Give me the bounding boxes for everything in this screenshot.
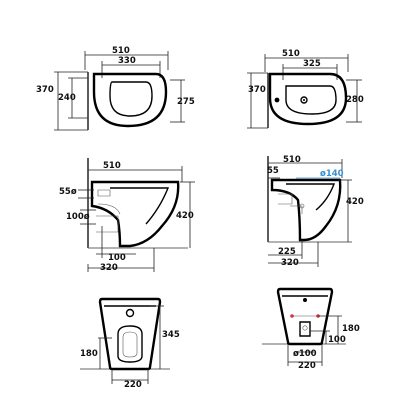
bidet-side-width-total: 510	[283, 155, 301, 165]
bidet-drain	[300, 96, 308, 104]
bidet-tap-hole	[274, 97, 280, 103]
wc-top-width-total: 510	[112, 46, 130, 56]
bidet-top-width-total: 510	[282, 49, 300, 59]
bidet-side-tap-dia: ø140	[320, 169, 344, 179]
wc-side-outlet: 100ø	[66, 212, 90, 222]
bidet-side-body	[270, 178, 342, 242]
wc-top-depth-bowl: 240	[58, 93, 76, 103]
wc-front-height: 345	[162, 330, 180, 340]
bidet-front-drain	[299, 321, 311, 337]
wc-top-width-inner: 330	[118, 56, 136, 66]
bidet-top-view: 510 325 370 280	[247, 49, 364, 129]
wc-side-base-depth: 320	[100, 263, 118, 273]
wc-front-outlet	[117, 325, 143, 363]
bidet-front-height-b: 100	[328, 335, 346, 345]
wc-side-width-total: 510	[103, 161, 121, 171]
bidet-side-view: 510 ø140 55 420 225 320	[267, 155, 364, 268]
wc-front-inlet	[125, 308, 135, 318]
bidet-top-depth-rim: 280	[346, 95, 364, 105]
wc-side-inlet: 55ø	[59, 187, 77, 197]
wc-side-body	[90, 180, 180, 248]
wc-front-base-width: 220	[124, 380, 142, 390]
bidet-front-height-a: 180	[342, 324, 360, 334]
wc-front-view: 345 180 220	[80, 297, 180, 390]
wc-front-outlet-height: 180	[80, 349, 98, 359]
wc-top-view: 510 330 370 240 275	[36, 46, 195, 131]
bidet-front-drain-dia: ø100	[293, 349, 317, 359]
wc-seat-outline	[92, 72, 168, 128]
wc-top-depth-total: 370	[36, 85, 54, 95]
bidet-front-view: ø100 180 100 220	[262, 287, 360, 371]
bidet-top-depth-total: 370	[248, 85, 266, 95]
bidet-side-drain-pos: 225	[278, 247, 296, 257]
bidet-basin-outline	[285, 85, 337, 115]
bidet-top-width-inner: 325	[303, 59, 321, 69]
bidet-front-body	[276, 287, 334, 346]
wc-side-outlet-height: 100	[108, 253, 126, 263]
bidet-side-height: 420	[346, 197, 364, 207]
bidet-body-outline	[268, 72, 348, 126]
bidet-front-base-width: 220	[298, 361, 316, 371]
bidet-side-base-depth: 320	[281, 258, 299, 268]
wc-top-depth-rim: 275	[177, 97, 195, 107]
bidet-side-inlet: 55	[267, 166, 279, 176]
wc-bowl-outline	[109, 81, 153, 117]
wc-side-height: 420	[176, 211, 194, 221]
wc-side-view: 510 55ø 100ø 420 100 320	[59, 158, 195, 273]
wc-side-bowl	[110, 187, 170, 225]
